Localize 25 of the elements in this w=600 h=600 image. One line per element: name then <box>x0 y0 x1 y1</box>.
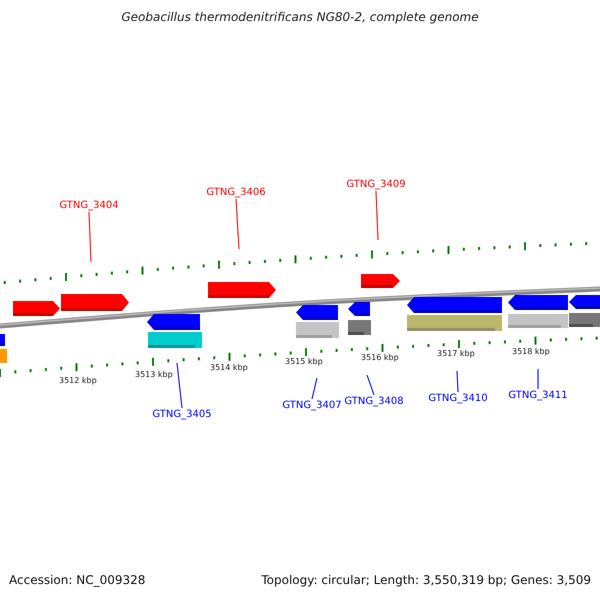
accession-text: Accession: NC_009328 <box>9 574 146 588</box>
leader-line <box>376 190 378 240</box>
gene-label: GTNG_3405 <box>152 409 212 420</box>
leader-line <box>312 378 318 400</box>
scale-label: 3518 kbp <box>512 348 550 357</box>
gene-label: GTNG_3411 <box>508 390 568 401</box>
scale-label: 3513 kbp <box>135 371 173 380</box>
title: Geobacillus thermodenitrificans NG80-2, complete genome <box>120 11 480 24</box>
genome-summary-text: Topology: circular; Length: 3,550,319 bp; Genes: 3,509 <box>261 574 591 588</box>
gene-label: GTNG_3406 <box>206 187 266 198</box>
gene-label: GTNG_3410 <box>428 393 488 404</box>
scale-label: 3514 kbp <box>210 364 248 373</box>
gene-label: GTNG_3407 <box>282 400 342 411</box>
leader-line <box>176 362 182 408</box>
scale-label: 3515 kbp <box>285 358 323 367</box>
leader-line <box>88 212 92 262</box>
scale-label: 3517 kbp <box>437 350 475 359</box>
gene-label: GTNG_3408 <box>344 396 404 407</box>
leader-line <box>456 370 458 392</box>
leader-line <box>236 198 240 250</box>
gene-label: GTNG_3404 <box>59 200 119 211</box>
scale-label: 3512 kbp <box>59 377 97 386</box>
leader-line <box>366 374 374 396</box>
gene-label: GTNG_3409 <box>346 179 406 190</box>
scale-label: 3516 kbp <box>361 354 399 363</box>
